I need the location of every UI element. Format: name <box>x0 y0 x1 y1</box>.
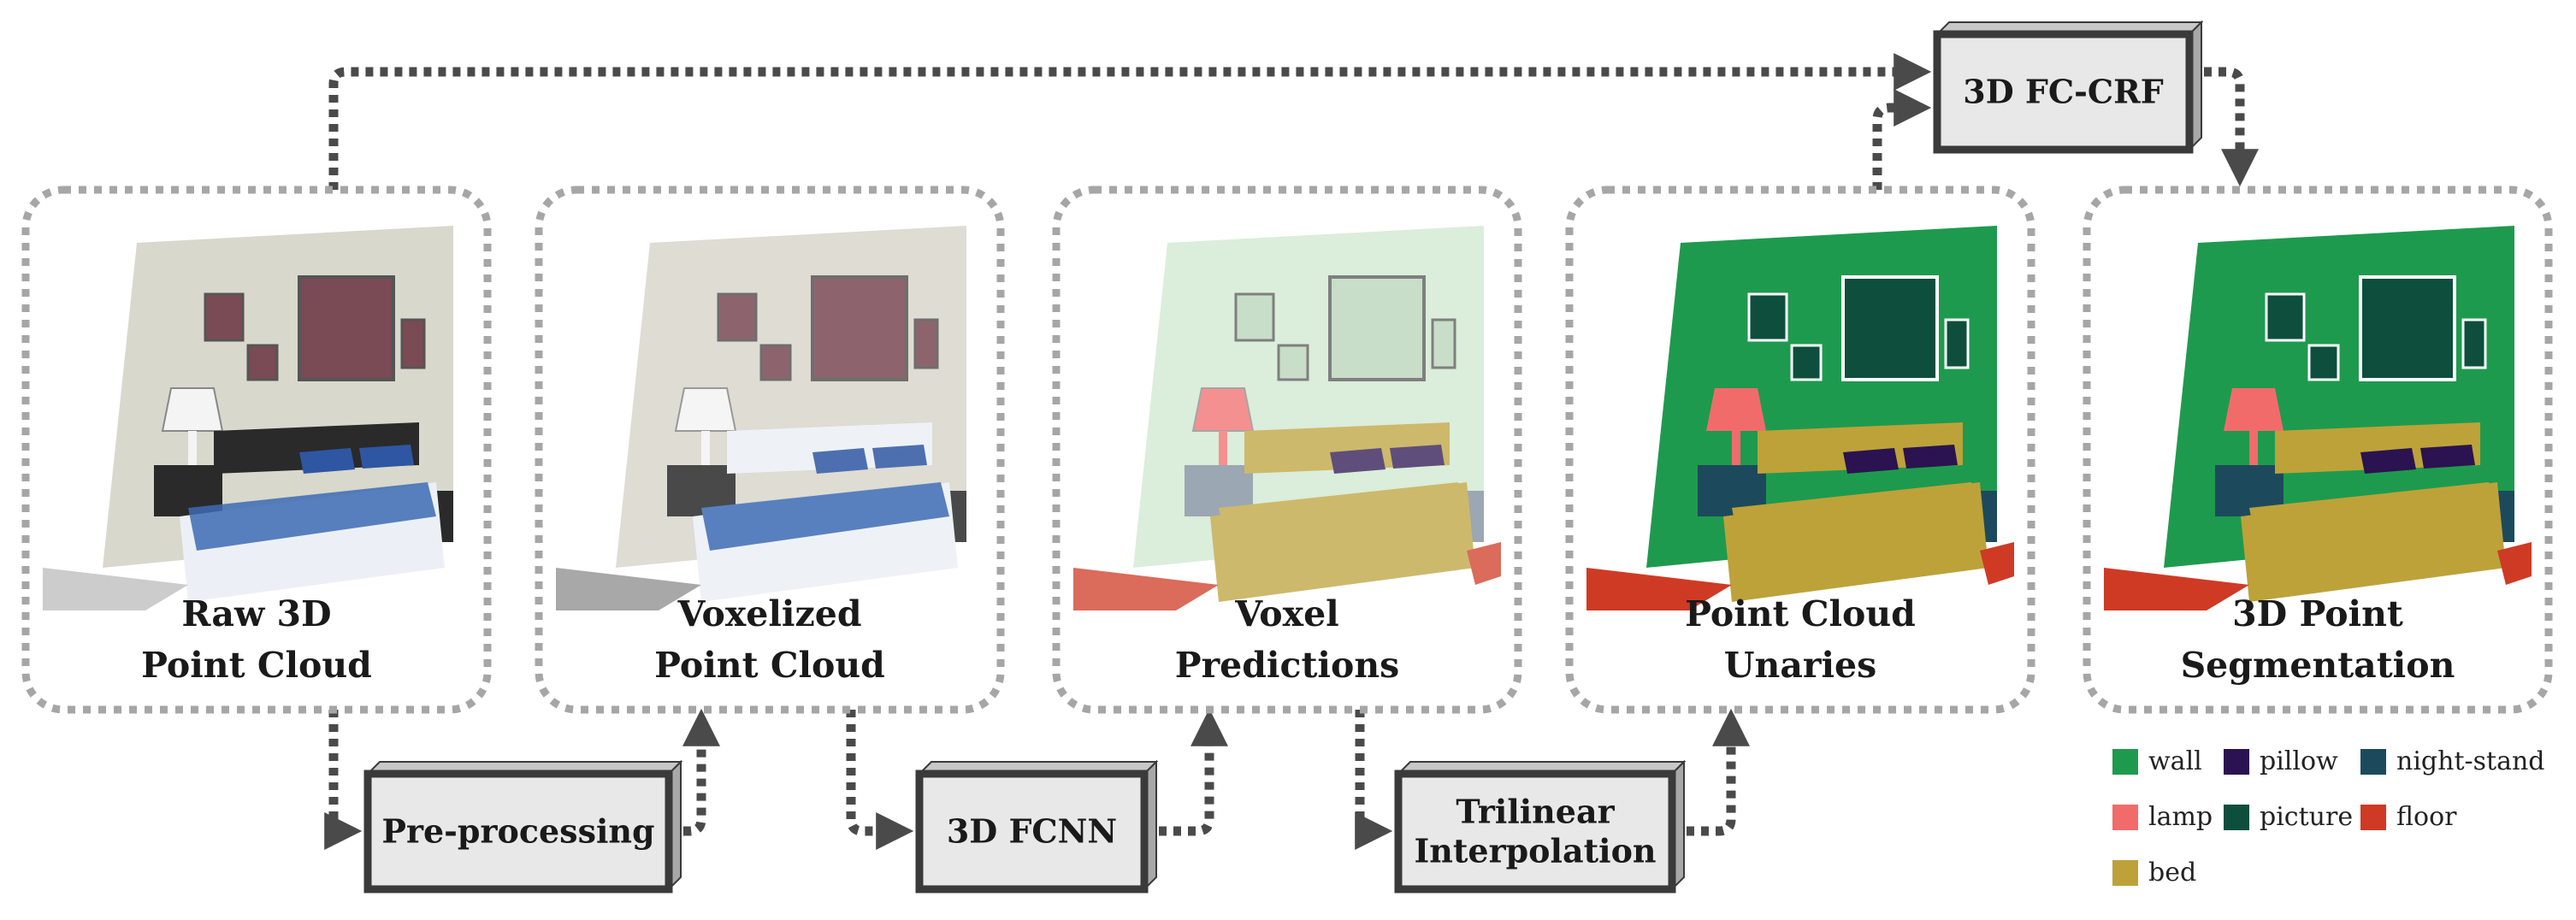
process-preprocessing: Pre-processing <box>363 759 683 893</box>
legend-item-floor: floor <box>2360 802 2457 832</box>
legend-label: wall <box>2148 746 2202 776</box>
stage-voxel-pred-image <box>1073 226 1501 610</box>
legend-label: picture <box>2260 802 2353 832</box>
stage-frame <box>1052 186 1522 714</box>
stage-label: Segmentation <box>2181 645 2455 686</box>
arrow-fccrf-to-segmentation <box>2189 67 2259 187</box>
stage-frame <box>21 186 492 714</box>
process-box <box>1394 770 1676 893</box>
process-box <box>363 770 673 893</box>
arrow-trilinear-to-unaries <box>1672 708 1750 836</box>
process-label: 3D FCNN <box>947 812 1117 851</box>
process-fcnn: 3D FCNN <box>915 759 1159 893</box>
legend-swatch <box>2112 749 2138 775</box>
stage-raw: Raw 3D Point Cloud <box>21 186 492 714</box>
legend-label: floor <box>2396 802 2457 832</box>
arrow-raw-to-fccrf <box>328 53 1932 190</box>
legend-item-bed: bed <box>2112 858 2196 888</box>
stage-label: Voxelized <box>676 593 861 634</box>
stage-frame <box>2083 186 2553 714</box>
arrow-fcnn-to-voxelpred <box>1144 708 1228 836</box>
arrow-unaries-to-fccrf <box>1872 89 1932 190</box>
legend-label: lamp <box>2148 802 2213 832</box>
stage-raw-image <box>43 226 453 610</box>
legend-item-picture: picture <box>2224 802 2353 832</box>
legend-label: night-stand <box>2396 746 2545 776</box>
process-label: 3D FC-CRF <box>1963 73 2163 111</box>
arrow-preprocessing-to-voxelized <box>669 708 720 836</box>
process-label: Interpolation <box>1414 832 1656 870</box>
arrow-voxelized-to-fcnn <box>846 710 914 850</box>
process-box <box>1933 30 2194 154</box>
arrow-raw-to-preprocessing <box>324 710 363 850</box>
process-box <box>915 770 1149 893</box>
stage-label: Point Cloud <box>141 645 372 686</box>
stage-segmentation-image <box>2104 226 2532 610</box>
legend-item-wall: wall <box>2112 746 2202 776</box>
process-label: Pre-processing <box>381 812 654 851</box>
stage-label: Voxel <box>1234 593 1339 634</box>
stage-label: Unaries <box>1724 645 1876 686</box>
legend-swatch <box>2360 805 2386 830</box>
stage-unaries-image <box>1586 226 2014 610</box>
process-fccrf: 3D FC-CRF <box>1933 20 2204 154</box>
stage-frame <box>1565 186 2035 714</box>
arrow-voxelpred-to-trilinear <box>1355 710 1393 850</box>
legend-swatch <box>2224 805 2249 830</box>
legend-item-pillow: pillow <box>2224 746 2338 776</box>
stage-label: Point Cloud <box>1685 593 1916 634</box>
stage-voxelized-image <box>556 226 966 610</box>
legend-swatch <box>2360 749 2386 775</box>
stage-label: Raw 3D <box>181 593 331 634</box>
legend-swatch <box>2224 749 2249 775</box>
stage-label: Point Cloud <box>654 645 885 686</box>
stage-frame <box>535 186 1005 714</box>
legend-item-lamp: lamp <box>2112 802 2213 832</box>
process-label: Trilinear <box>1456 793 1615 831</box>
legend-label: bed <box>2148 858 2196 888</box>
legend-swatch <box>2112 860 2138 886</box>
legend-swatch <box>2112 805 2138 830</box>
stage-label: 3D Point <box>2232 593 2403 634</box>
legend-label: pillow <box>2260 746 2338 776</box>
legend-item-night-stand: night-stand <box>2360 746 2545 776</box>
stage-label: Predictions <box>1175 645 1399 686</box>
